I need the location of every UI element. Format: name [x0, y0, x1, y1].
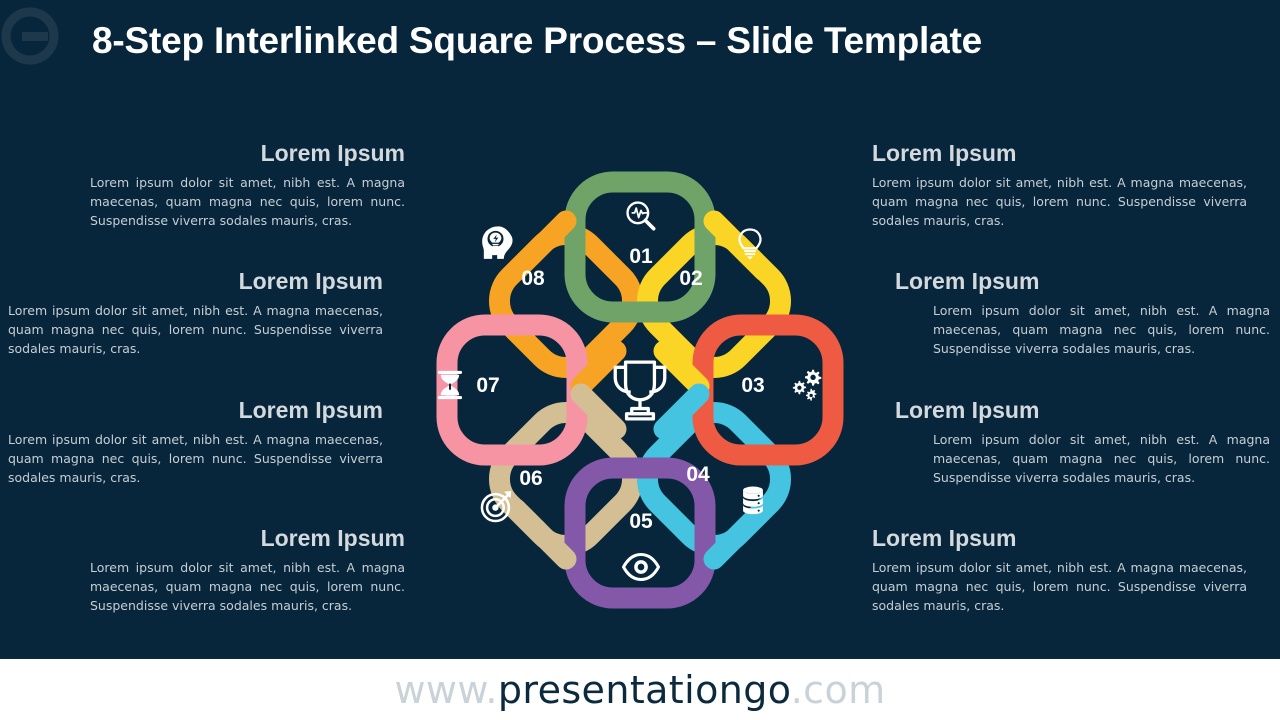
text-block-body: Lorem ipsum dolor sit amet, nibh est. A … [933, 303, 1270, 357]
text-block-body: Lorem ipsum dolor sit amet, nibh est. A … [872, 175, 1247, 229]
step-number-08: 08 [521, 267, 545, 290]
ring-layer-diamond-over [505, 210, 775, 570]
step-number-02: 02 [679, 267, 702, 290]
text-block-heading: Lorem Ipsum [895, 397, 1040, 423]
text-block-heading: Lorem Ipsum [872, 140, 1017, 166]
text-block-step-02: Lorem Ipsum Lorem ipsum dolor sit amet, … [895, 268, 1270, 358]
gears-icon [792, 369, 822, 401]
text-block-heading: Lorem Ipsum [260, 140, 405, 166]
text-block-step-01: Lorem Ipsum Lorem ipsum dolor sit amet, … [872, 140, 1247, 230]
ring-step-03[interactable] [692, 314, 844, 466]
presentationgo-logo-icon [1, 7, 59, 65]
text-block-body: Lorem ipsum dolor sit amet, nibh est. A … [872, 560, 1247, 614]
head-lightbulb-icon [482, 226, 513, 259]
database-icon [743, 486, 763, 515]
text-block-step-08: Lorem Ipsum Lorem ipsum dolor sit amet, … [30, 140, 405, 230]
diagram-canvas: 01 02 03 04 05 06 07 08 [436, 171, 844, 609]
website-url: www.presentationgo.com [394, 668, 885, 712]
interlinked-square-process-diagram: 01 02 03 04 05 06 07 08 [385, 135, 895, 645]
text-block-heading: Lorem Ipsum [895, 268, 1040, 294]
text-block-heading: Lorem Ipsum [260, 525, 405, 551]
url-suffix: .com [790, 667, 886, 712]
text-block-body: Lorem ipsum dolor sit amet, nibh est. A … [90, 175, 405, 229]
eye-icon [622, 553, 660, 581]
step-number-04: 04 [686, 463, 710, 486]
ring-step-05[interactable] [564, 457, 716, 609]
text-block-step-03: Lorem Ipsum Lorem ipsum dolor sit amet, … [895, 397, 1270, 487]
text-block-body: Lorem ipsum dolor sit amet, nibh est. A … [8, 303, 383, 357]
step-number-07: 07 [476, 374, 499, 397]
step-number-05: 05 [629, 510, 653, 533]
text-block-heading: Lorem Ipsum [238, 268, 383, 294]
text-block-heading: Lorem Ipsum [872, 525, 1017, 551]
ring-step-07[interactable] [436, 314, 588, 466]
text-block-step-04: Lorem Ipsum Lorem ipsum dolor sit amet, … [872, 525, 1247, 615]
trophy-icon [613, 360, 667, 421]
text-block-body: Lorem ipsum dolor sit amet, nibh est. A … [933, 432, 1270, 486]
text-block-step-07: Lorem Ipsum Lorem ipsum dolor sit amet, … [8, 268, 383, 358]
url-prefix: www. [394, 667, 498, 712]
magnifier-pulse-icon [625, 200, 656, 231]
step-number-03: 03 [741, 374, 764, 397]
page-title: 8-Step Interlinked Square Process – Slid… [92, 20, 982, 61]
ring-step-01[interactable] [564, 171, 716, 323]
step-number-01: 01 [629, 245, 653, 268]
step-number-06: 06 [519, 467, 542, 490]
text-block-heading: Lorem Ipsum [238, 397, 383, 423]
text-block-body: Lorem ipsum dolor sit amet, nibh est. A … [8, 432, 383, 486]
url-brand: presentationgo [497, 667, 791, 712]
text-block-step-05: Lorem Ipsum Lorem ipsum dolor sit amet, … [30, 525, 405, 615]
footer-bar: www.presentationgo.com [0, 659, 1280, 720]
text-block-step-06: Lorem Ipsum Lorem ipsum dolor sit amet, … [8, 397, 383, 487]
text-block-body: Lorem ipsum dolor sit amet, nibh est. A … [90, 560, 405, 614]
